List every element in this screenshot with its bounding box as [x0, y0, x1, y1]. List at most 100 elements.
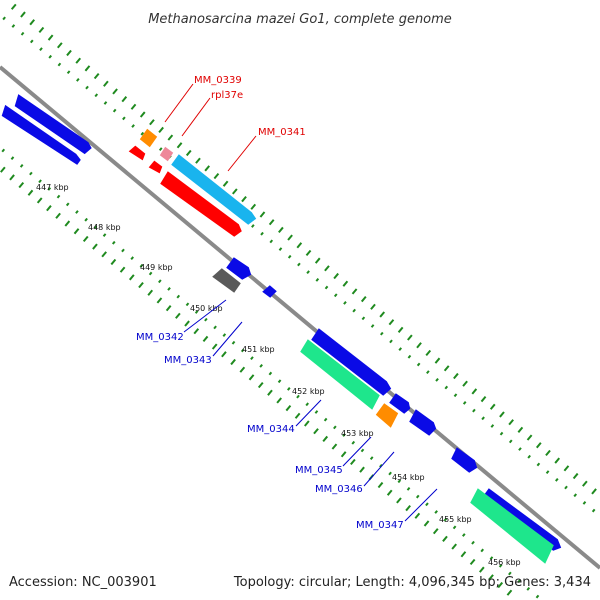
tick-mark — [250, 203, 257, 210]
tick-mark — [211, 343, 218, 350]
accession-text: Accession: NC_003901 — [9, 575, 157, 590]
kbp-label: 453 kbp — [341, 429, 374, 438]
tick-mark — [397, 326, 404, 333]
tick-mark — [278, 226, 284, 233]
tick-mark — [46, 205, 52, 212]
tick-mark — [423, 520, 430, 527]
tick-mark — [19, 163, 24, 168]
gene-label-mm-0341[interactable]: MM_0341 — [258, 127, 306, 138]
tick-mark — [285, 405, 292, 412]
tick-mark — [425, 349, 432, 357]
tick-mark — [591, 508, 596, 513]
tick-mark — [582, 501, 587, 505]
gene-cds-orange[interactable] — [375, 403, 399, 428]
gene-cds-orange[interactable] — [139, 128, 158, 148]
tick-mark — [232, 188, 238, 195]
gene-cds-blue[interactable] — [451, 447, 478, 473]
gene-label-rpl37e[interactable]: rpl37e — [211, 90, 243, 101]
tick-mark — [75, 210, 79, 214]
tick-mark — [414, 512, 421, 519]
tick-mark — [453, 393, 458, 398]
tick-mark — [314, 410, 319, 414]
gene-cds-blue[interactable] — [389, 393, 411, 414]
tick-mark — [489, 403, 496, 410]
gene-cds-pink[interactable] — [159, 146, 174, 162]
gene-label-mm-0347[interactable]: MM_0347 — [356, 520, 404, 531]
gene-cds-blue[interactable] — [262, 285, 277, 298]
tick-mark — [426, 370, 430, 375]
gene-cds-red[interactable] — [128, 145, 146, 161]
tick-mark — [158, 126, 164, 133]
tick-mark — [416, 342, 422, 349]
tick-mark — [591, 488, 597, 495]
tick-mark — [545, 470, 550, 475]
tick-mark — [93, 72, 100, 80]
gene-cds-cyan[interactable] — [171, 154, 257, 225]
gene-label-mm-0344[interactable]: MM_0344 — [247, 424, 295, 435]
gene-cds-grey[interactable] — [212, 268, 241, 293]
tick-mark — [222, 333, 227, 337]
tick-mark — [294, 412, 301, 419]
tick-mark — [57, 62, 62, 67]
gene-label-mm-0343[interactable]: MM_0343 — [164, 355, 212, 366]
tick-mark — [103, 101, 108, 105]
tick-mark — [131, 124, 135, 128]
tick-mark — [149, 119, 155, 126]
tick-mark — [303, 420, 310, 427]
tick-mark — [139, 111, 146, 118]
tick-mark — [526, 434, 533, 441]
gene-label-mm-0339[interactable]: MM_0339 — [194, 75, 242, 86]
tick-mark — [93, 225, 98, 230]
tick-mark — [369, 456, 374, 461]
gene-label-mm-0342[interactable]: MM_0342 — [136, 332, 184, 343]
tick-mark — [277, 379, 282, 384]
tick-mark — [239, 366, 246, 373]
tick-mark — [296, 394, 300, 399]
gene-cds-seagreen[interactable] — [300, 339, 380, 410]
gene-label-mm-0345[interactable]: MM_0345 — [295, 465, 343, 476]
tick-mark — [462, 533, 466, 537]
tick-mark — [469, 558, 476, 566]
tick-mark — [416, 362, 421, 367]
gene-cds-blue[interactable] — [481, 488, 562, 551]
tick-mark — [296, 242, 303, 249]
tick-mark — [360, 448, 365, 453]
tick-mark — [185, 302, 190, 307]
tick-mark — [297, 262, 301, 267]
tick-mark — [66, 70, 71, 75]
tick-mark — [55, 212, 61, 219]
tick-mark — [2, 16, 6, 21]
tick-mark — [407, 354, 412, 359]
tick-mark — [20, 31, 25, 36]
gene-labels: MM_0339 rpl37e MM_0341 MM_0342 MM_0343 M… — [136, 75, 404, 531]
tick-mark — [314, 257, 321, 264]
tick-mark — [389, 339, 393, 344]
tick-mark — [480, 548, 485, 553]
tick-mark — [352, 308, 356, 313]
gene-cds-blue[interactable] — [14, 94, 92, 155]
gene-cds-seagreen[interactable] — [470, 488, 554, 564]
tick-mark — [130, 103, 137, 110]
tick-mark — [66, 49, 72, 57]
tick-mark — [9, 174, 15, 181]
gene-label-mm-0346[interactable]: MM_0346 — [315, 484, 363, 495]
gene-cds-blue[interactable] — [1, 104, 81, 165]
tick-mark — [38, 179, 42, 184]
kbp-label: 448 kbp — [88, 223, 121, 232]
gene-cds-blue[interactable] — [311, 328, 392, 396]
tick-mark — [342, 280, 349, 287]
tick-mark — [472, 408, 476, 413]
tick-mark — [156, 297, 163, 304]
tick-mark — [202, 335, 209, 342]
gene-cds-blue[interactable] — [226, 257, 252, 280]
tick-mark — [331, 443, 338, 450]
tick-mark — [121, 248, 125, 253]
tick-mark — [443, 365, 450, 372]
tick-mark — [444, 385, 449, 390]
tick-mark — [36, 197, 43, 204]
tick-mark — [498, 563, 503, 568]
tick-mark — [333, 425, 337, 430]
gene-cds-red[interactable] — [160, 171, 242, 237]
gene-cds-blue[interactable] — [409, 409, 437, 436]
gene-cds-red[interactable] — [148, 160, 163, 174]
